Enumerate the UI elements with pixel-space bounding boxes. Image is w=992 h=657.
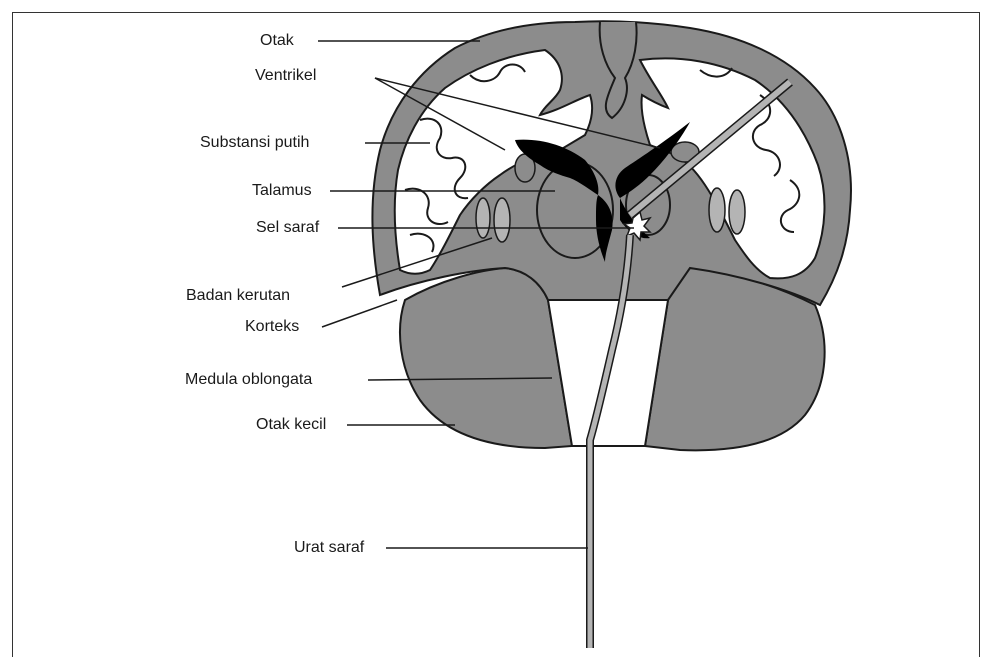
- striate-body-right-1: [709, 188, 725, 232]
- label-urat-saraf: Urat saraf: [294, 539, 364, 557]
- striate-body-right-2: [729, 190, 745, 234]
- striate-body-left-1: [476, 198, 490, 238]
- leader-korteks: [322, 300, 397, 327]
- label-korteks: Korteks: [245, 318, 299, 336]
- label-talamus: Talamus: [252, 182, 312, 200]
- label-medula-oblongata: Medula oblongata: [185, 371, 312, 389]
- label-otak: Otak: [260, 32, 294, 50]
- label-otak-kecil: Otak kecil: [256, 416, 326, 434]
- striate-body-left-2: [494, 198, 510, 242]
- label-badan-kerutan: Badan kerutan: [186, 287, 290, 305]
- label-substansi-putih: Substansi putih: [200, 134, 309, 152]
- label-sel-saraf: Sel saraf: [256, 219, 319, 237]
- label-ventrikel: Ventrikel: [255, 67, 316, 85]
